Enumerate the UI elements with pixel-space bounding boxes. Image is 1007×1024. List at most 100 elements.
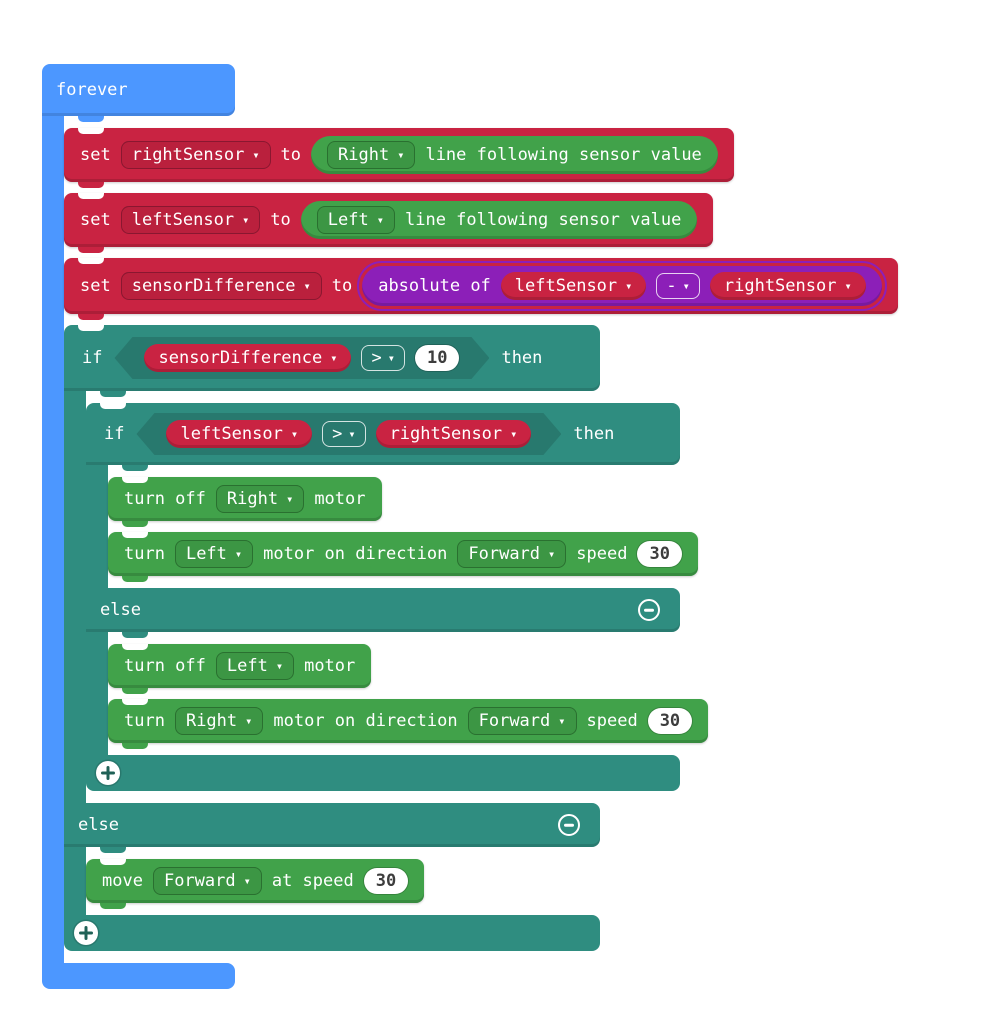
forever-label: forever bbox=[56, 80, 128, 100]
outer-if-condition: sensorDifference ▾ > ▾ 10 bbox=[114, 337, 489, 379]
else-label: else bbox=[78, 815, 119, 835]
forever-footer[interactable] bbox=[42, 963, 235, 989]
add-branch-icon[interactable] bbox=[74, 921, 98, 945]
line-sensor-value-block[interactable]: Right ▾ line following sensor value bbox=[311, 136, 718, 174]
dropdown-value: leftSensor bbox=[131, 210, 235, 230]
move-forward-block[interactable]: move Forward ▾ at speed 30 bbox=[86, 859, 425, 909]
variable-pill-rightsensor[interactable]: rightSensor ▾ bbox=[376, 420, 532, 448]
dropdown-caret-icon: ▾ bbox=[548, 547, 556, 561]
variable-name: sensorDifference bbox=[158, 348, 323, 368]
dropdown-caret-icon: ▾ bbox=[290, 427, 299, 441]
then-label: then bbox=[501, 348, 543, 368]
inner-if-spine bbox=[86, 632, 108, 755]
if-label: if bbox=[82, 348, 103, 368]
add-branch-icon[interactable] bbox=[96, 761, 120, 785]
variable-pill-sensordifference[interactable]: sensorDifference ▾ bbox=[144, 344, 351, 372]
threshold-input[interactable]: 10 bbox=[415, 345, 459, 371]
variable-name: rightSensor bbox=[389, 424, 503, 444]
dropdown-caret-icon: ▾ bbox=[275, 659, 284, 673]
turn-right-motor-on-block[interactable]: turn Right ▾ motor on direction bbox=[108, 699, 709, 749]
variable-pill-leftsensor[interactable]: leftSensor ▾ bbox=[500, 272, 647, 300]
variable-name: leftSensor bbox=[514, 276, 618, 296]
dropdown-value: Right bbox=[338, 145, 390, 165]
motor-on-direction-label: motor on direction bbox=[263, 544, 448, 564]
dropdown-caret-icon: ▾ bbox=[348, 427, 356, 441]
to-label: to bbox=[280, 145, 302, 165]
sensor-value-label: line following sensor value bbox=[404, 210, 682, 230]
turn-off-right-motor-block[interactable]: turn off Right ▾ motor bbox=[108, 477, 382, 527]
turn-label: turn bbox=[124, 544, 165, 564]
operator-value: - bbox=[666, 276, 677, 296]
outer-if-footer[interactable] bbox=[64, 915, 600, 951]
direction-dropdown[interactable]: Forward ▾ bbox=[467, 707, 577, 735]
inner-if-footer[interactable] bbox=[86, 755, 680, 791]
remove-branch-icon[interactable] bbox=[558, 814, 580, 836]
dropdown-value: Left bbox=[226, 656, 268, 676]
variable-pill-rightsensor[interactable]: rightSensor ▾ bbox=[709, 272, 866, 300]
absolute-of-block[interactable]: absolute of leftSensor ▾ - ▾ rightSensor bbox=[357, 261, 887, 311]
turn-label: turn bbox=[124, 711, 165, 731]
variable-pill-leftsensor[interactable]: leftSensor ▾ bbox=[166, 420, 312, 448]
outer-if-then-body: if leftSensor ▾ > bbox=[64, 391, 709, 803]
outer-else-bar[interactable]: else bbox=[64, 803, 600, 853]
at-speed-label: at speed bbox=[271, 871, 354, 891]
if-block-outer[interactable]: if sensorDifference ▾ > ▾ 10 bbox=[64, 325, 709, 951]
dropdown-value: Forward bbox=[478, 711, 551, 731]
dropdown-caret-icon: ▾ bbox=[252, 148, 260, 162]
forever-block[interactable]: forever set rightSensor ▾ to bbox=[42, 64, 898, 989]
speed-input[interactable]: 30 bbox=[647, 708, 693, 734]
direction-dropdown[interactable]: Forward ▾ bbox=[152, 867, 262, 895]
sensor-side-dropdown[interactable]: Right ▾ bbox=[327, 141, 416, 169]
line-sensor-value-block[interactable]: Left ▾ line following sensor value bbox=[300, 201, 698, 239]
variable-dropdown-leftsensor[interactable]: leftSensor ▾ bbox=[120, 206, 261, 234]
inner-if-header[interactable]: if leftSensor ▾ > bbox=[86, 403, 680, 471]
motor-on-direction-label: motor on direction bbox=[273, 711, 458, 731]
dropdown-value: Forward bbox=[163, 871, 236, 891]
motor-side-dropdown[interactable]: Left ▾ bbox=[215, 652, 295, 680]
speed-input[interactable]: 30 bbox=[363, 868, 409, 894]
dropdown-caret-icon: ▾ bbox=[376, 213, 384, 227]
outer-if-header[interactable]: if sensorDifference ▾ > ▾ 10 bbox=[64, 325, 600, 397]
dropdown-caret-icon: ▾ bbox=[625, 279, 633, 293]
move-label: move bbox=[102, 871, 143, 891]
operator-dropdown-greater[interactable]: > ▾ bbox=[361, 345, 404, 371]
set-sensordifference-block[interactable]: set sensorDifference ▾ to absolute of le… bbox=[64, 258, 898, 320]
if-block-inner[interactable]: if leftSensor ▾ > bbox=[86, 403, 709, 791]
remove-branch-icon[interactable] bbox=[638, 599, 660, 621]
to-label: to bbox=[331, 276, 353, 296]
turn-off-label: turn off bbox=[124, 489, 206, 509]
sensor-side-dropdown[interactable]: Left ▾ bbox=[316, 206, 395, 234]
motor-side-dropdown[interactable]: Right ▾ bbox=[215, 485, 305, 513]
dropdown-value: Forward bbox=[468, 544, 541, 564]
sensor-value-label: line following sensor value bbox=[425, 145, 702, 165]
dropdown-value: rightSensor bbox=[131, 145, 245, 165]
set-leftsensor-block[interactable]: set leftSensor ▾ to Left ▾ line followin… bbox=[64, 193, 714, 253]
dropdown-caret-icon: ▾ bbox=[844, 279, 852, 293]
motor-side-dropdown[interactable]: Left ▾ bbox=[174, 540, 254, 568]
else-label: else bbox=[100, 600, 141, 620]
turn-off-left-motor-block[interactable]: turn off Left ▾ motor bbox=[108, 644, 372, 694]
direction-dropdown[interactable]: Forward ▾ bbox=[457, 540, 567, 568]
turn-off-label: turn off bbox=[124, 656, 206, 676]
inner-else-bar[interactable]: else bbox=[86, 588, 680, 638]
forever-header[interactable]: forever bbox=[42, 64, 235, 122]
speed-input[interactable]: 30 bbox=[637, 541, 682, 567]
motor-side-dropdown[interactable]: Right ▾ bbox=[174, 707, 264, 735]
dropdown-value: sensorDifference bbox=[131, 276, 296, 296]
dropdown-caret-icon: ▾ bbox=[558, 714, 566, 728]
set-rightsensor-block[interactable]: set rightSensor ▾ to Right ▾ line follow… bbox=[64, 128, 734, 188]
absolute-of-label: absolute of bbox=[378, 276, 491, 296]
variable-dropdown-sensordifference[interactable]: sensorDifference ▾ bbox=[120, 272, 322, 300]
inner-if-spine bbox=[86, 465, 108, 588]
dropdown-value: Right bbox=[226, 489, 279, 509]
inner-if-then-body: turn off Right ▾ motor bbox=[86, 465, 698, 588]
operator-dropdown-greater[interactable]: > ▾ bbox=[322, 421, 365, 447]
if-label: if bbox=[104, 424, 125, 444]
variable-dropdown-rightsensor[interactable]: rightSensor ▾ bbox=[120, 141, 271, 169]
turn-left-motor-on-block[interactable]: turn Left ▾ motor on direction bbox=[108, 532, 698, 582]
forever-mouth: set rightSensor ▾ to Right ▾ line follow… bbox=[64, 116, 898, 963]
dropdown-caret-icon: ▾ bbox=[234, 547, 243, 561]
operator-dropdown-minus[interactable]: - ▾ bbox=[656, 273, 700, 299]
variable-name: leftSensor bbox=[180, 424, 283, 444]
